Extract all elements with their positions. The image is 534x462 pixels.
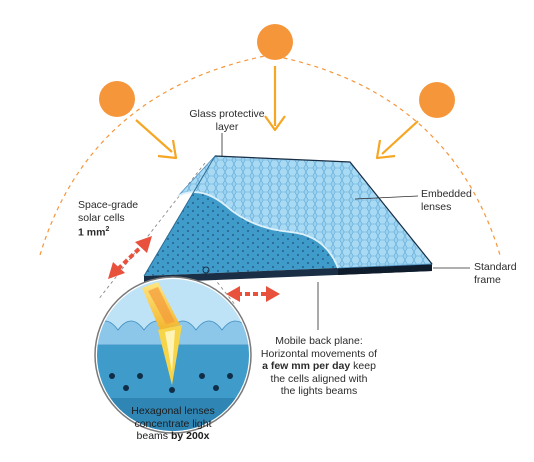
double-arrow-icon — [226, 286, 280, 302]
label-standard-frame: Standard frame — [474, 261, 517, 286]
label-embedded-lenses: Embedded lenses — [421, 188, 472, 213]
label-space-grade-cells: Space-grade solar cells 1 mm2 — [78, 199, 139, 239]
label-hexagonal-lenses: Hexagonal lenses concentrate light beams… — [131, 405, 215, 442]
focus-point — [202, 266, 210, 274]
label-glass-protective-layer: Glass protective layer — [189, 108, 265, 133]
sun-icon — [99, 81, 135, 117]
sun-icon — [257, 24, 293, 60]
double-arrow-icon — [108, 236, 152, 279]
solar-panel — [143, 155, 433, 283]
sun-icon — [419, 82, 455, 118]
guide-line — [97, 162, 206, 301]
label-mobile-back-plane: Mobile back plane: Horizontal movements … — [260, 335, 378, 397]
arrow-icon — [135, 66, 419, 160]
